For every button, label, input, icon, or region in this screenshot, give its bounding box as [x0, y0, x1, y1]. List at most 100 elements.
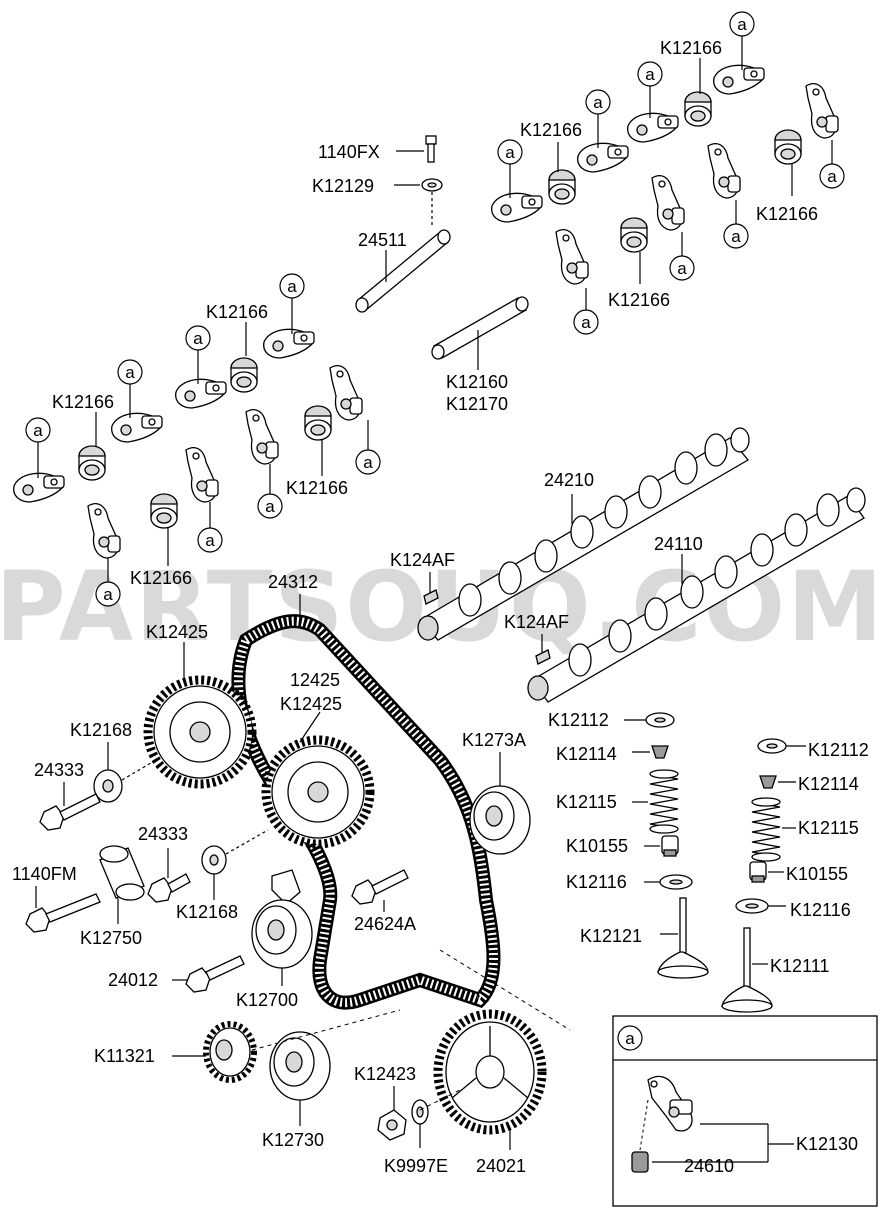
bolt-24012	[172, 955, 245, 993]
label-K12166: K12166	[608, 290, 670, 310]
rocker-arm	[627, 112, 679, 143]
rocker-arm	[111, 412, 163, 443]
marker-a: a	[669, 255, 695, 281]
label-K124AF: K124AF	[504, 612, 569, 632]
svg-text:a: a	[103, 585, 113, 604]
label-K12166: K12166	[520, 120, 582, 140]
rocker-shaft-K12160	[431, 296, 529, 370]
svg-text:a: a	[265, 497, 275, 516]
bushing	[548, 169, 576, 205]
label-K12160: K12160	[446, 372, 508, 392]
marker-a: a	[95, 581, 121, 607]
svg-text:a: a	[287, 277, 297, 296]
svg-text:a: a	[645, 65, 655, 84]
rocker-shaft-24511	[355, 229, 451, 313]
label-K9997E: K9997E	[384, 1156, 448, 1176]
washer-K12129	[394, 178, 443, 228]
marker-a: a	[279, 273, 305, 299]
label-K12112: K12112	[548, 710, 609, 730]
valve-K12121	[657, 897, 709, 979]
label-K12166: K12166	[130, 568, 192, 588]
rocker-arm	[707, 142, 741, 199]
marker-a: a	[723, 223, 749, 249]
label-K10155: K10155	[786, 864, 848, 884]
valve-cotter-K12114	[632, 745, 669, 759]
label-K12121: K12121	[580, 926, 642, 946]
rocker-arm	[245, 408, 279, 465]
label-K12114: K12114	[798, 774, 859, 794]
bushing	[684, 91, 712, 127]
label-K12170: K12170	[446, 394, 508, 414]
valve-retainer-K12112	[757, 738, 806, 754]
marker-a: a	[585, 89, 611, 115]
assembly-guide-lines	[251, 949, 571, 1111]
label-K12111: K12111	[770, 956, 829, 976]
label-24312: 24312	[268, 572, 318, 592]
label-1140FX: 1140FX	[318, 142, 380, 162]
label-K12115: K12115	[556, 792, 617, 812]
valve-spring-K12115	[649, 769, 679, 834]
valve-seal-K10155	[644, 835, 679, 857]
label-24110: 24110	[654, 534, 703, 554]
svg-text:a: a	[363, 453, 373, 472]
valve-spring-K12115	[751, 797, 781, 862]
tensioner-K12700	[251, 869, 313, 986]
valve-K12111	[721, 927, 773, 1013]
marker-a: a	[573, 309, 599, 335]
label-24610: 24610	[684, 1156, 734, 1176]
rocker-arm	[651, 174, 685, 231]
label-24021: 24021	[476, 1156, 526, 1176]
rocker-arm	[713, 64, 765, 95]
rocker-arm	[329, 364, 363, 421]
svg-text:a: a	[205, 531, 215, 550]
rocker-arm	[185, 446, 219, 503]
label-24511: 24511	[358, 230, 407, 250]
marker-a: a	[25, 417, 51, 443]
label-K12168: K12168	[176, 902, 238, 922]
label-24012: 24012	[108, 970, 158, 990]
label-K12166: K12166	[52, 392, 114, 412]
label-1140FM: 1140FM	[12, 864, 77, 884]
washer-K12168	[93, 742, 157, 803]
label-K12168: K12168	[70, 720, 132, 740]
bolt-24333	[39, 782, 101, 831]
label-K12700: K12700	[236, 990, 298, 1010]
marker-a: a	[497, 139, 523, 165]
label-K12425: K12425	[280, 694, 342, 714]
spring-seat-K12116	[644, 874, 693, 890]
idler-pulley-K12730	[269, 1031, 331, 1126]
label-K12730: K12730	[262, 1130, 324, 1150]
label-12425: 12425	[290, 670, 340, 690]
rocker-arm	[13, 472, 65, 503]
svg-text:a: a	[33, 421, 43, 440]
marker-a: a	[729, 11, 755, 37]
valve-seal-K10155	[749, 861, 784, 883]
rocker-arm	[263, 328, 315, 359]
label-K124AF: K124AF	[390, 550, 455, 570]
svg-text:a: a	[505, 143, 515, 162]
rocker-arm	[805, 82, 839, 139]
svg-text:a: a	[677, 259, 687, 278]
bolt-1140FM	[25, 886, 101, 933]
valve-cotter-K12114	[759, 775, 796, 789]
idler-pulley-K1273A	[469, 752, 531, 855]
label-24210: 24210	[544, 470, 594, 490]
marker-a: a	[637, 61, 663, 87]
marker-a: a	[617, 1025, 643, 1051]
label-K11321: K11321	[94, 1046, 155, 1066]
svg-text:a: a	[581, 313, 591, 332]
label-K12116: K12116	[566, 872, 627, 892]
label-K12166: K12166	[206, 302, 268, 322]
label-K12115: K12115	[798, 818, 859, 838]
label-K12166: K12166	[756, 204, 818, 224]
bushing	[230, 357, 258, 393]
label-K12112: K12112	[808, 740, 869, 760]
crank-sprocket-K11321	[172, 1021, 257, 1083]
svg-text:a: a	[625, 1029, 635, 1048]
bushing-K12750	[99, 845, 145, 924]
label-K12425: K12425	[146, 622, 208, 642]
marker-a: a	[117, 359, 143, 385]
label-24624A: 24624A	[354, 914, 416, 934]
svg-text:a: a	[827, 167, 837, 186]
detail-box-a: a	[612, 1015, 878, 1207]
